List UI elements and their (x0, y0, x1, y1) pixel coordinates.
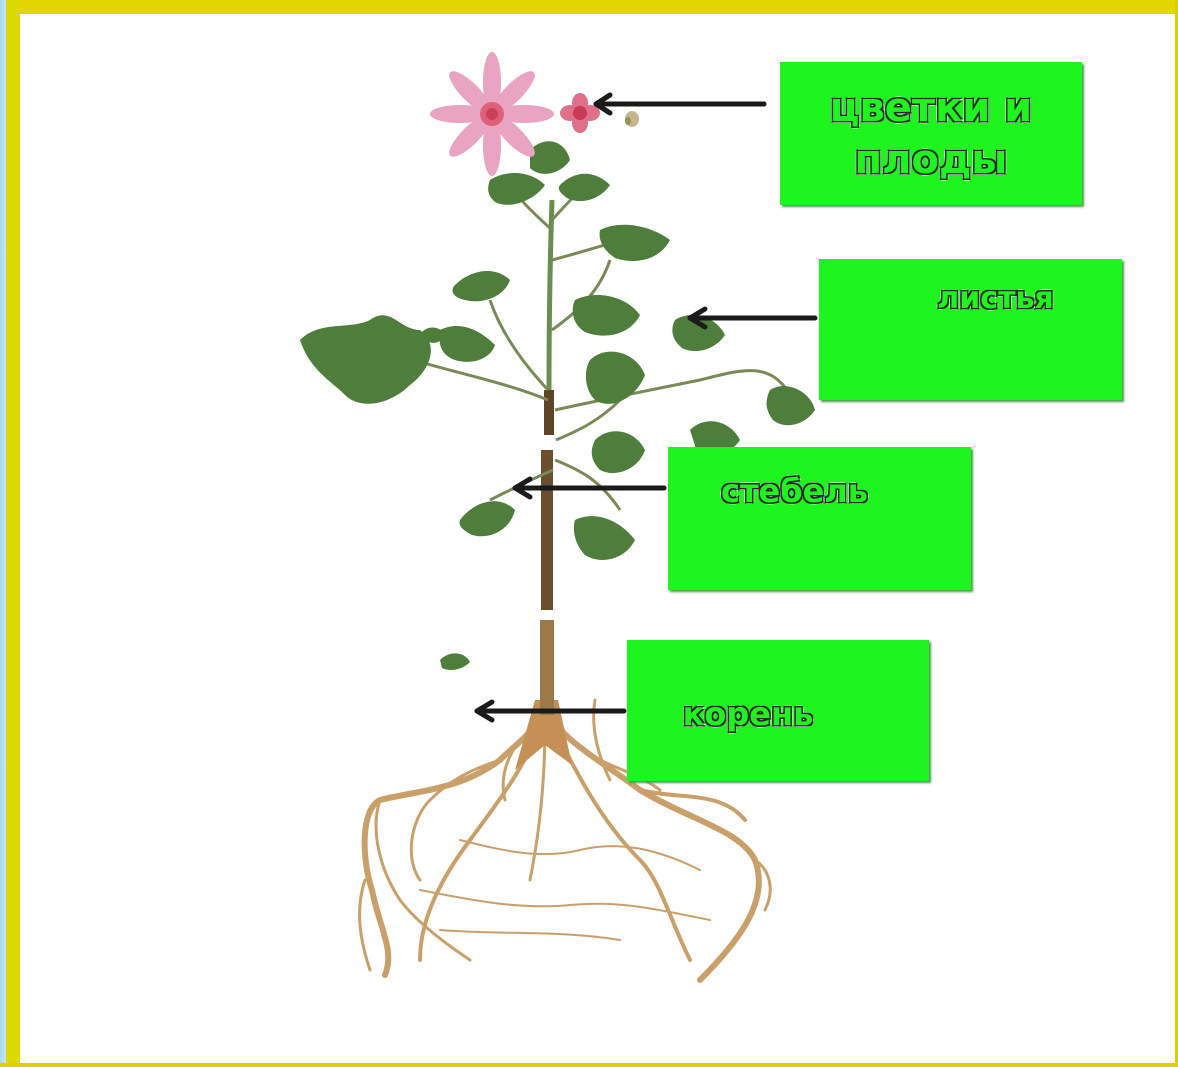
label-box-leaves: листья (819, 259, 1122, 400)
fruit-bud (625, 111, 639, 127)
label-box-stem: стебель (668, 447, 971, 590)
label-stem: стебель (721, 471, 868, 513)
label-flowers: цветки и плоды (811, 82, 1051, 186)
stem (540, 200, 554, 715)
flower-small (560, 93, 600, 133)
label-box-flowers: цветки и плоды (780, 62, 1082, 205)
label-root: корень (683, 694, 814, 736)
label-leaves: листья (937, 279, 1053, 318)
leaves (300, 141, 815, 670)
label-box-root: корень (627, 640, 929, 781)
